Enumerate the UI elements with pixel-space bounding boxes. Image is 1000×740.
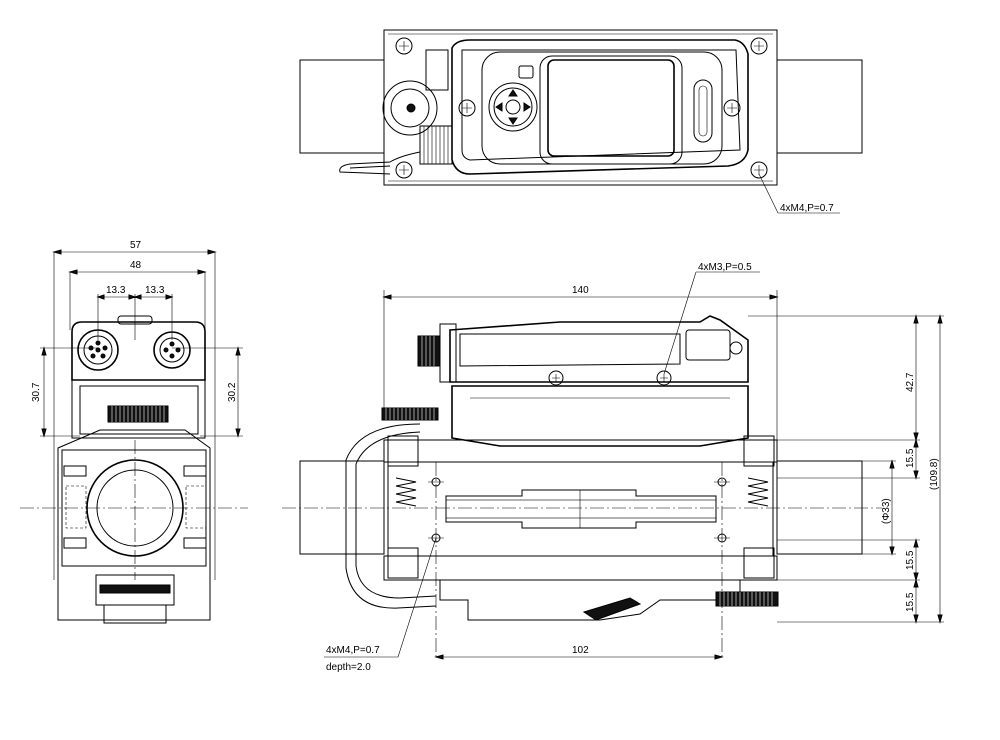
joystick-icon (488, 82, 538, 132)
dim-pitch-right: 13.3 (145, 285, 165, 296)
dim-inner-width: 48 (130, 260, 142, 271)
base-holes-callout: 4xM4,P=0.7 (326, 645, 380, 656)
connector-6pin-icon (153, 331, 191, 369)
dim-pitch-left: 13.3 (106, 285, 126, 296)
top-view: 4xM4,P=0.7 (299, 29, 863, 214)
head-screw-icon (548, 370, 672, 386)
top-mount-screws-callout: 4xM4,P=0.7 (780, 203, 834, 214)
front-view: 140 4xM3,P=0.5 (282, 262, 944, 673)
dim-head-height: 42.7 (905, 372, 916, 392)
dim-overall-height: (109.8) (929, 458, 940, 490)
connector-8pin-icon (77, 329, 119, 371)
base-holes-depth: depth=2.0 (326, 662, 371, 673)
base-hole-icon (428, 477, 730, 543)
dim-length: 140 (572, 285, 589, 296)
dim-block-bottom: 15.5 (905, 550, 916, 570)
dim-height-left: 30.7 (31, 382, 42, 402)
dim-height-right: 30.2 (227, 382, 238, 402)
dim-overall-width: 57 (130, 240, 142, 251)
plate-screw-icon (395, 37, 768, 179)
dim-pipe-diameter: (Φ33) (881, 498, 892, 524)
dim-hole-pitch: 102 (572, 645, 589, 656)
side-view: 57 48 13.3 13.3 30.7 30.2 (20, 240, 248, 624)
dim-handle-height: 15.5 (905, 592, 916, 612)
cable-connector-icon (417, 335, 441, 367)
head-screws-callout: 4xM3,P=0.5 (698, 262, 752, 273)
dim-block-top: 15.5 (905, 448, 916, 468)
